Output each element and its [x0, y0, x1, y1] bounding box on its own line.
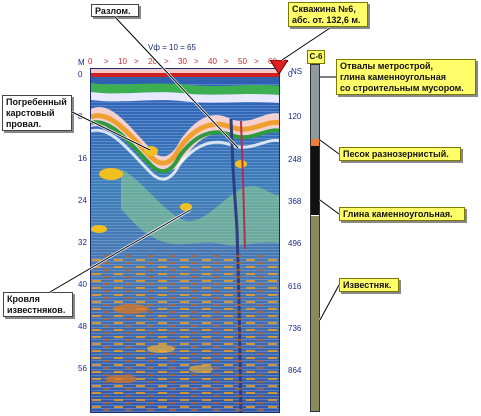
- sinkhole-label-2: карстовый: [6, 108, 55, 118]
- top-tick-separator: >: [254, 57, 259, 66]
- sinkhole-callout: Погребенный карстовый провал.: [2, 95, 72, 131]
- well-log-column: [310, 64, 320, 412]
- depth-tick-label: 32: [78, 238, 87, 247]
- well-title-1: Скважина №6,: [292, 4, 356, 14]
- clay-label: Глина каменноугольная.: [343, 209, 453, 219]
- roof-label-2: известняков.: [7, 305, 66, 315]
- dumps-label-3: со строительным мусором.: [340, 83, 464, 93]
- ns-tick-label: 0: [288, 70, 293, 79]
- top-tick-separator: >: [194, 57, 199, 66]
- sand-callout: Песок разнозернистый.: [339, 147, 461, 161]
- depth-tick-label: 16: [78, 154, 87, 163]
- depth-tick-label: 24: [78, 196, 87, 205]
- top-tick-separator: >: [104, 57, 109, 66]
- well-title-callout: Скважина №6, абс. от. 132,6 м.: [288, 2, 368, 27]
- top-tick-label: 50: [238, 57, 247, 66]
- well-layer-clay: [311, 146, 319, 216]
- top-tick-separator: >: [134, 57, 139, 66]
- top-tick-label: 0: [88, 57, 93, 66]
- roof-label-1: Кровля: [7, 294, 40, 304]
- well-id-label: С-6: [307, 50, 325, 64]
- ns-tick-label: 368: [288, 196, 302, 206]
- dumps-label-2: глина каменноугольная: [340, 72, 446, 82]
- fault-label: Разлом.: [95, 6, 131, 16]
- depth-tick-label: 56: [78, 364, 87, 373]
- well-layer-limestone: [311, 215, 319, 411]
- ns-tick-label: 864: [288, 366, 302, 376]
- ns-tick-label: 496: [288, 239, 302, 249]
- radargram-image: [91, 69, 279, 412]
- limestone-callout: Известняк.: [339, 278, 399, 292]
- well-marker-icon: [270, 60, 288, 74]
- top-tick-label: 30: [178, 57, 187, 66]
- sinkhole-label-1: Погребенный: [6, 97, 67, 107]
- ns-tick-label: 736: [288, 323, 302, 333]
- ns-label: NS: [291, 67, 303, 76]
- top-tick-label: 40: [208, 57, 217, 66]
- dumps-callout: Отвалы метрострой, глина каменноугольная…: [336, 59, 476, 95]
- sand-label: Песок разнозернистый.: [343, 149, 449, 159]
- m-label: M: [78, 58, 85, 67]
- ns-tick-label: 120: [288, 112, 302, 122]
- limestone-label: Известняк.: [343, 280, 392, 290]
- radargram-panel: [90, 68, 280, 413]
- scale-label: Vф = 10 = 65: [148, 43, 196, 52]
- top-tick-separator: >: [164, 57, 169, 66]
- top-tick-label: 10: [118, 57, 127, 66]
- fault-callout: Разлом.: [91, 4, 139, 17]
- well-layer-dumps: [311, 65, 319, 140]
- ns-tick-label: 616: [288, 281, 302, 291]
- clay-callout: Глина каменноугольная.: [339, 207, 465, 221]
- well-title-2: абс. от. 132,6 м.: [292, 15, 361, 25]
- top-tick-separator: >: [224, 57, 229, 66]
- depth-tick-label: 40: [78, 280, 87, 289]
- depth-tick-label: 0: [78, 70, 83, 79]
- top-tick-label: 20: [148, 57, 157, 66]
- depth-tick-label: 48: [78, 322, 87, 331]
- ns-tick-label: 248: [288, 154, 302, 164]
- well-layer-sand: [311, 139, 319, 147]
- sinkhole-label-3: провал.: [6, 119, 42, 129]
- dumps-label-1: Отвалы метрострой,: [340, 61, 434, 71]
- roof-callout: Кровля известняков.: [3, 292, 73, 317]
